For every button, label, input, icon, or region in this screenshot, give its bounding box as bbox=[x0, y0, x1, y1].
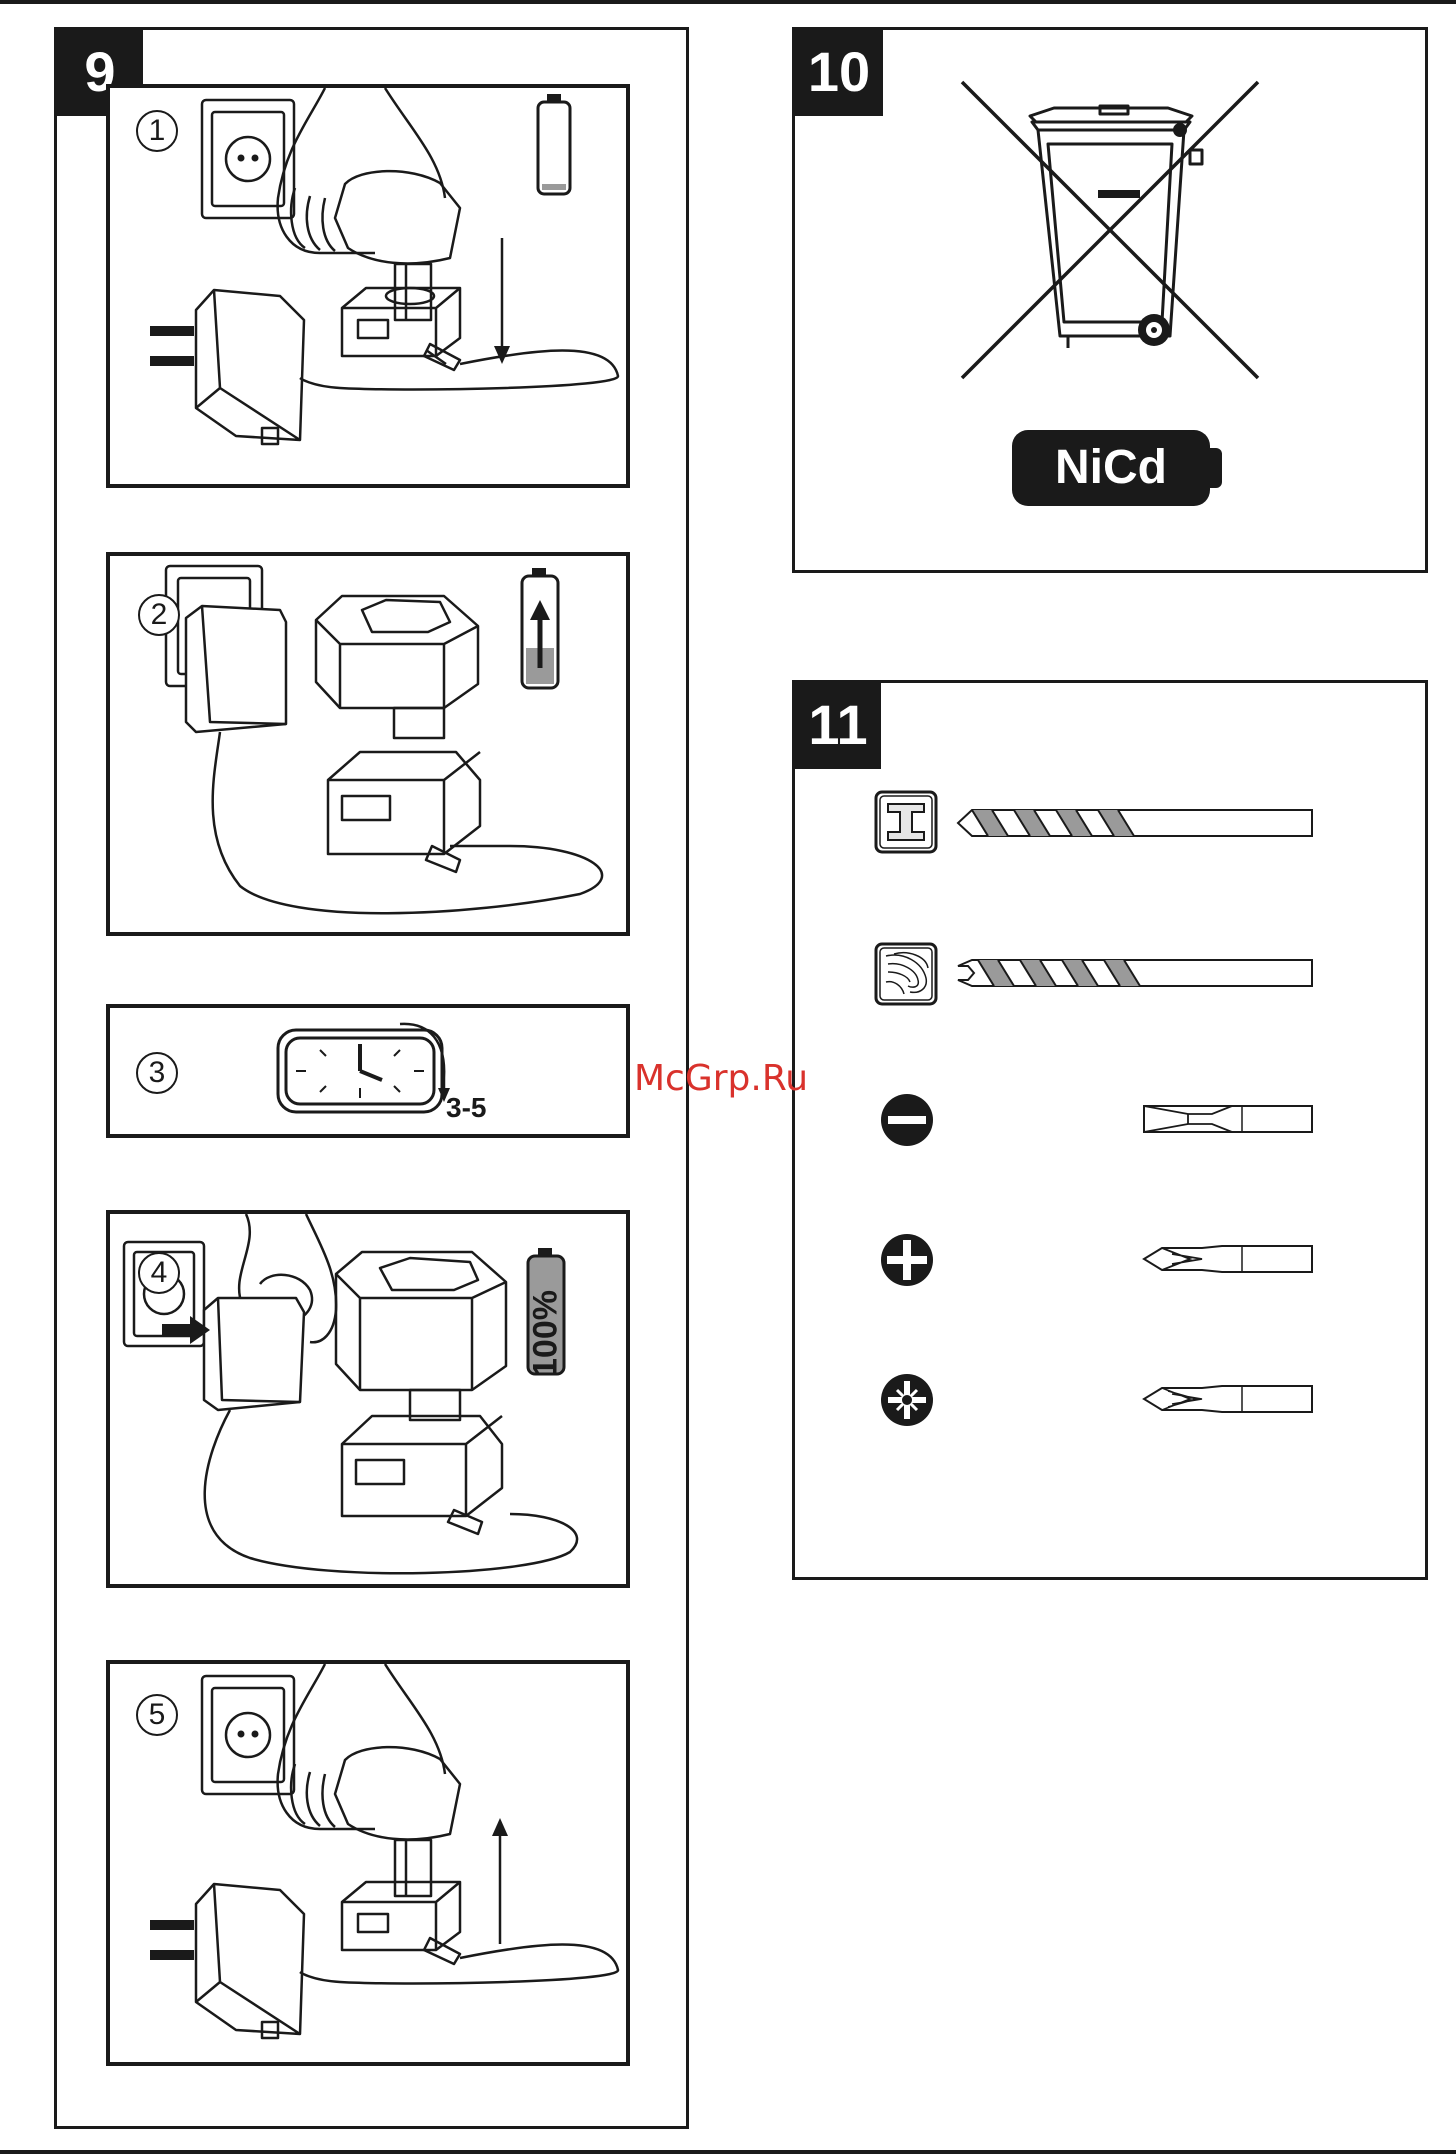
step-1-illustration bbox=[110, 88, 626, 484]
step-5-panel: 5 bbox=[106, 1660, 630, 2066]
pozidriv-screwdriver-bit bbox=[1142, 1382, 1314, 1416]
battery-charging-icon bbox=[522, 568, 558, 688]
step-4-illustration bbox=[110, 1214, 626, 1584]
step-1-number: 1 bbox=[136, 110, 178, 152]
step-1-panel: 1 bbox=[106, 84, 630, 488]
metal-drill-bit bbox=[956, 808, 1314, 838]
step-4-number: 4 bbox=[138, 1252, 180, 1294]
phillips-screwdriver-bit bbox=[1142, 1242, 1314, 1276]
section-11-number: 11 bbox=[795, 683, 881, 769]
bottom-rule bbox=[0, 2150, 1456, 2154]
nicd-battery-badge: NiCd bbox=[1012, 430, 1210, 506]
wood-grain-icon bbox=[874, 942, 938, 1006]
step-3-panel: 3 3-5 bbox=[106, 1004, 630, 1138]
step-2-number: 2 bbox=[138, 594, 180, 636]
step-5-illustration bbox=[110, 1664, 626, 2062]
slotted-screw-icon bbox=[880, 1093, 934, 1147]
section-10-number: 10 bbox=[795, 30, 883, 116]
battery-empty-icon bbox=[538, 94, 570, 194]
crossed-out-wheelie-bin-icon bbox=[940, 72, 1280, 384]
metal-beam-icon bbox=[874, 790, 938, 854]
step-5-number: 5 bbox=[136, 1694, 178, 1736]
nicd-battery-badge-terminal bbox=[1208, 448, 1222, 488]
top-rule bbox=[0, 0, 1456, 4]
step-2-illustration bbox=[110, 556, 626, 932]
slotted-screwdriver-bit bbox=[1142, 1102, 1314, 1136]
watermark-text: McGrp.Ru bbox=[634, 1058, 808, 1099]
phillips-screw-icon bbox=[880, 1233, 934, 1287]
step-2-panel: 2 bbox=[106, 552, 630, 936]
step-4-panel: 4 100% bbox=[106, 1210, 630, 1588]
charge-duration-label: 3-5 bbox=[446, 1092, 486, 1124]
wood-drill-bit bbox=[956, 958, 1314, 988]
step-3-number: 3 bbox=[136, 1052, 178, 1094]
clock-icon bbox=[110, 1008, 626, 1134]
battery-full-label: 100% bbox=[527, 1286, 566, 1382]
pozidriv-screw-icon bbox=[880, 1373, 934, 1427]
